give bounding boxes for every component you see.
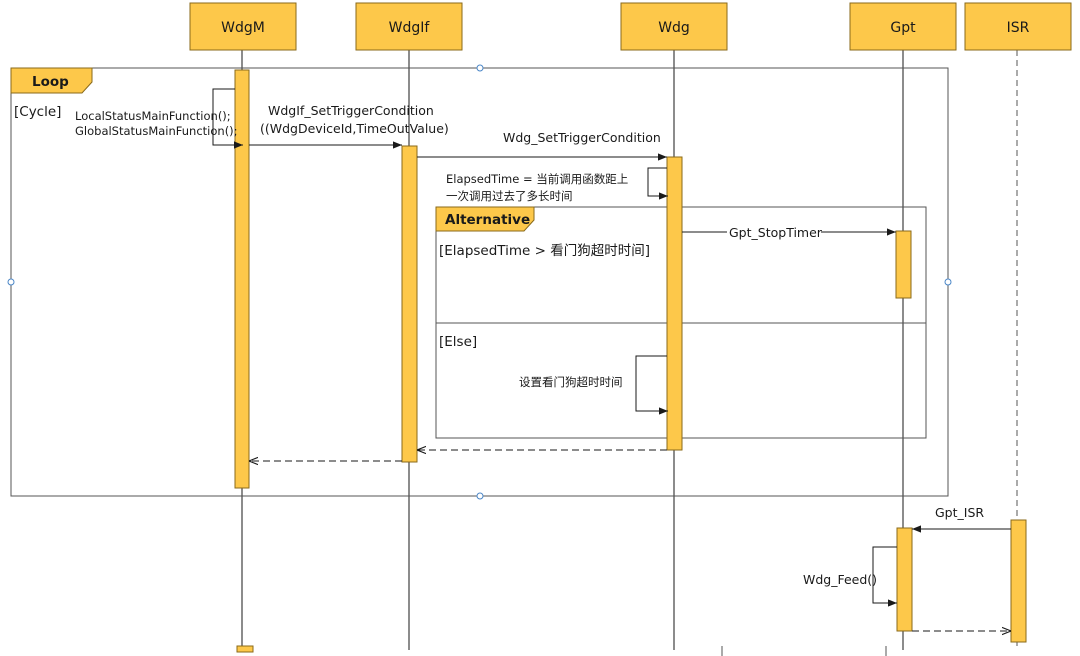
- lifeline-name: WdgM: [221, 20, 265, 36]
- message-label: ElapsedTime = 当前调用函数距上: [446, 172, 628, 186]
- message-wdg-settimeout-self[interactable]: [635, 355, 668, 415]
- label-background: [727, 225, 821, 240]
- lifeline-name: Wdg: [658, 20, 690, 36]
- frame-handle[interactable]: [476, 492, 484, 500]
- activation-wdgif[interactable]: [401, 145, 418, 463]
- message-label: 设置看门狗超时时间: [519, 375, 623, 389]
- activations: [234, 69, 1027, 653]
- lifeline-name: Gpt: [890, 20, 916, 36]
- activation-gpt-stop[interactable]: [895, 230, 912, 299]
- message-label: Gpt_ISR: [935, 505, 984, 520]
- frame-handle[interactable]: [7, 278, 15, 286]
- activation-wdg[interactable]: [666, 156, 683, 451]
- loop-tag-box: [10, 67, 93, 94]
- lifeline-name: WdgIf: [389, 20, 431, 36]
- lifeline-head-wdg[interactable]: Wdg: [620, 2, 728, 51]
- loop-tag-label: Loop: [32, 74, 69, 90]
- alt-tag-box: [435, 206, 535, 232]
- message-wdg-feed-self[interactable]: [872, 546, 897, 607]
- message-label: LocalStatusMainFunction();: [75, 109, 231, 123]
- messages: LocalStatusMainFunction(); GlobalStatusM…: [75, 88, 1011, 631]
- activation-gpt-isr[interactable]: [896, 527, 913, 632]
- loop-fragment[interactable]: Loop [Cycle]: [7, 64, 952, 500]
- frame-handle[interactable]: [476, 64, 484, 72]
- frame-handle[interactable]: [944, 278, 952, 286]
- activation-wdgm-end: [236, 645, 254, 653]
- lifeline-head-wdgif[interactable]: WdgIf: [355, 2, 463, 51]
- message-wdg-elapsed-self[interactable]: [647, 167, 668, 200]
- message-wdgm-self[interactable]: [212, 88, 243, 149]
- alt-fragment[interactable]: Alternative [ElapsedTime > 看门狗超时时间] [Els…: [435, 206, 927, 439]
- message-label: Gpt_StopTimer: [729, 225, 823, 240]
- message-label: Wdg_Feed(): [803, 572, 877, 587]
- message-label: 一次调用过去了多长时间: [446, 189, 573, 203]
- loop-guard: [Cycle]: [14, 104, 61, 120]
- alt-guard-2: [Else]: [439, 334, 477, 350]
- message-label: Wdg_SetTriggerCondition: [503, 130, 661, 145]
- message-label: ((WdgDeviceId,TimeOutValue): [260, 121, 449, 136]
- lifeline-head-wdgm[interactable]: WdgM: [189, 2, 297, 51]
- activation-isr[interactable]: [1010, 519, 1027, 643]
- activation-wdgm[interactable]: [234, 69, 250, 489]
- message-label: GlobalStatusMainFunction();: [75, 124, 238, 138]
- lifeline-head-isr[interactable]: ISR: [964, 2, 1072, 51]
- alt-tag-label: Alternative: [445, 212, 530, 228]
- message-label: WdgIf_SetTriggerCondition: [268, 103, 434, 118]
- lifeline-name: ISR: [1007, 20, 1030, 36]
- alt-guard-1: [ElapsedTime > 看门狗超时时间]: [439, 243, 650, 259]
- lifeline-head-gpt[interactable]: Gpt: [849, 2, 957, 51]
